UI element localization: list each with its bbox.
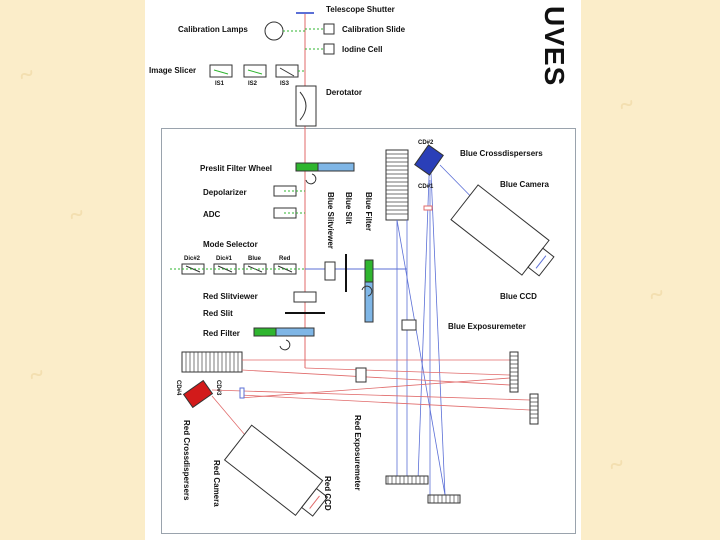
label-blue-exposuremeter: Blue Exposuremeter — [448, 322, 526, 331]
label-mode-red: Red — [279, 256, 291, 262]
label-adc: ADC — [203, 210, 221, 219]
blue-echelle-grating — [385, 149, 409, 221]
label-calibration-lamps: Calibration Lamps — [178, 25, 248, 34]
blue-filter-green — [364, 259, 374, 283]
label-red-crossdispersers: Red Crossdispersers — [182, 420, 191, 501]
label-red-camera: Red Camera — [212, 460, 221, 507]
calibration-slide-element — [323, 23, 335, 35]
label-blue-filter: Blue Filter — [364, 192, 373, 232]
label-cd2: CD#2 — [418, 140, 434, 146]
instrument-enclosure — [161, 128, 576, 534]
red-filter-blue — [275, 327, 315, 337]
image-slicer-elements — [209, 64, 305, 78]
label-preslit-filter-wheel: Preslit Filter Wheel — [200, 164, 273, 173]
label-red-exposuremeter: Red Exposuremeter — [353, 415, 362, 491]
label-derotator: Derotator — [326, 88, 363, 97]
label-red-ccd: Red CCD — [323, 476, 332, 511]
label-image-slicer: Image Slicer — [149, 66, 197, 75]
blue-camera-element — [450, 184, 555, 277]
blue-slitviewer-element — [324, 261, 336, 281]
red-filter-green — [253, 327, 277, 337]
label-calibration-slide: Calibration Slide — [342, 25, 406, 34]
label-blue-ccd: Blue CCD — [500, 292, 537, 301]
red-camera-element — [223, 424, 329, 517]
label-red-slit: Red Slit — [203, 309, 233, 318]
page-title: UVES — [539, 6, 570, 87]
label-red-filter: Red Filter — [203, 329, 240, 338]
label-dic1: Dic#1 — [216, 256, 233, 262]
blue-crossdisperser-element — [414, 144, 444, 176]
cd1-element — [423, 205, 433, 211]
cd3-element — [239, 387, 245, 399]
label-dic2: Dic#2 — [184, 256, 201, 262]
preslit-filter-wheel-blue — [317, 162, 355, 172]
mode-selector-elements — [170, 263, 305, 275]
label-blue-crossdispersers: Blue Crossdispersers — [460, 149, 543, 158]
red-echelle-grating — [181, 351, 243, 373]
label-red-slitviewer: Red Slitviewer — [203, 292, 258, 301]
blue-exposuremeter-element — [401, 319, 417, 331]
iodine-cell-element — [323, 43, 335, 55]
label-blue-slit: Blue Slit — [344, 192, 353, 225]
label-blue-camera: Blue Camera — [500, 180, 549, 189]
label-cd3: CD#3 — [215, 380, 221, 396]
label-mode-selector: Mode Selector — [203, 240, 258, 249]
blue-filter-blue — [364, 281, 374, 323]
red-arm-rays — [211, 359, 531, 501]
red-crossdisperser-element — [182, 379, 214, 409]
label-blue-slitviewer: Blue Slitviewer — [326, 192, 335, 249]
label-cd4: CD#4 — [175, 380, 181, 396]
label-depolarizer: Depolarizer — [203, 188, 247, 197]
label-is2: IS2 — [248, 81, 258, 87]
label-is3: IS3 — [280, 81, 290, 87]
red-slitviewer-element — [293, 291, 317, 303]
red-exposuremeter-element — [355, 367, 367, 383]
red-folding-mirrors — [509, 351, 539, 425]
label-is1: IS1 — [215, 81, 225, 87]
label-mode-blue: Blue — [248, 256, 262, 262]
label-telescope-shutter: Telescope Shutter — [326, 5, 395, 14]
label-iodine-cell: Iodine Cell — [342, 45, 383, 54]
label-cd1: CD#1 — [418, 184, 434, 190]
blue-bottom-mirrors — [385, 475, 461, 504]
preslit-filter-wheel-green — [295, 162, 319, 172]
calibration-lamp-element — [264, 21, 284, 41]
